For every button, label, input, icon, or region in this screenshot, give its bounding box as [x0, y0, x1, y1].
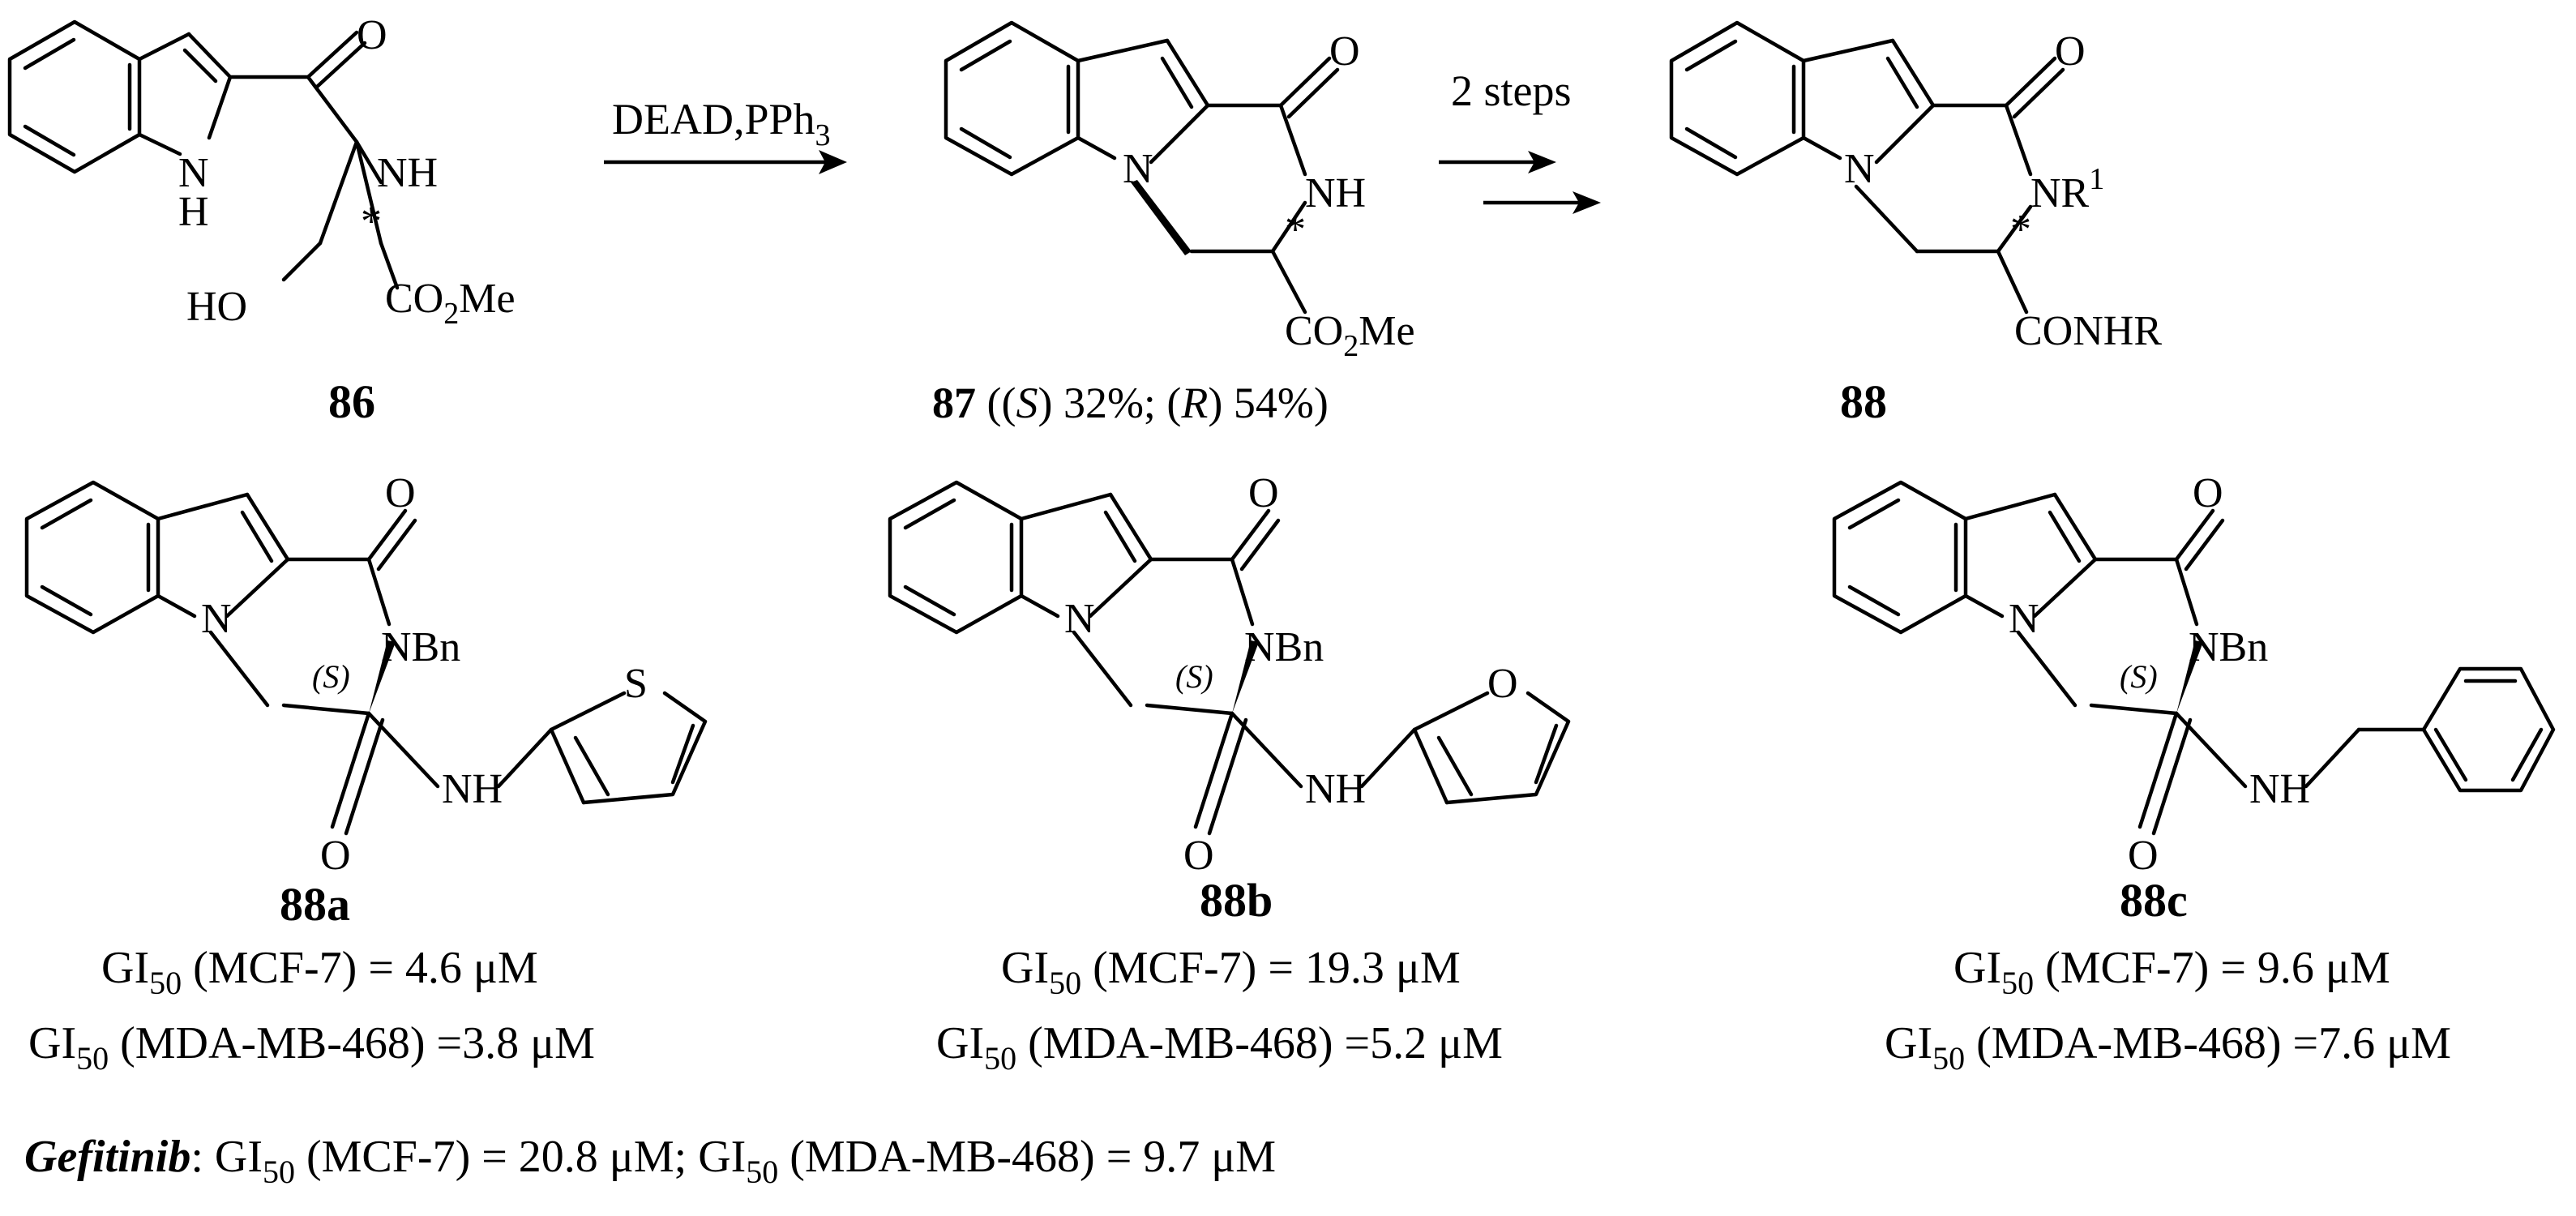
- compound-label-88a: 88a: [280, 878, 350, 931]
- wedge-bond: [369, 640, 396, 713]
- compound-88c-structure: [1832, 480, 2556, 836]
- compound-label-88b: 88b: [1200, 874, 1273, 927]
- gi50-mda-88a: GI50 (MDA-MB-468) =3.8 μM: [28, 1018, 595, 1077]
- atom-s-thiophene: S: [624, 661, 648, 707]
- reagent-2-steps: 2 steps: [1451, 66, 1572, 115]
- group-conhr: CONHR: [2014, 308, 2162, 354]
- wedge-bond: [2176, 640, 2203, 713]
- atom-n: N: [201, 596, 232, 642]
- atom-nh: NH: [1305, 766, 1366, 812]
- atom-o: O: [2128, 833, 2159, 879]
- compound-88b-structure: [888, 480, 1571, 836]
- gi50-mcf7-88a: GI50 (MCF-7) = 4.6 μM: [101, 943, 538, 1001]
- compound-88-structure: [1669, 20, 2065, 315]
- wedge-bond: [1232, 640, 1259, 713]
- compound-label-86: 86: [328, 375, 375, 428]
- reagent-dead-pph3: DEAD,PPh3: [612, 95, 831, 152]
- gi50-mcf7-88b: GI50 (MCF-7) = 19.3 μM: [1001, 943, 1461, 1001]
- atom-o: O: [2193, 470, 2223, 516]
- atom-o: O: [1248, 470, 1279, 516]
- atom-nbn: NBn: [2189, 624, 2268, 670]
- compound-86-structure: [7, 19, 400, 290]
- gi50-mda-88b: GI50 (MDA-MB-468) =5.2 μM: [936, 1018, 1503, 1077]
- gi50-mda-88c: GI50 (MDA-MB-468) =7.6 μM: [1885, 1018, 2451, 1077]
- stereo-s: (S): [2120, 658, 2158, 695]
- atom-o: O: [1183, 833, 1214, 879]
- atom-n: N: [1123, 146, 1153, 192]
- atom-o: O: [357, 12, 387, 58]
- atom-n: N: [2009, 596, 2039, 642]
- atom-nh: NH: [377, 150, 438, 196]
- compound-88a-structure: [24, 480, 708, 836]
- compound-87-structure: [944, 20, 1340, 315]
- compound-label-88c: 88c: [2120, 874, 2188, 927]
- atom-nh: NH: [1305, 170, 1366, 216]
- compound-label-87: 87 ((S) 32%; (R) 54%): [932, 379, 1329, 427]
- atom-o: O: [2055, 28, 2086, 75]
- atom-h: H: [178, 189, 209, 235]
- atom-nbn: NBn: [381, 624, 460, 670]
- stereo-s: (S): [1175, 658, 1213, 695]
- atom-o: O: [1329, 28, 1360, 75]
- atom-n: N: [1064, 596, 1095, 642]
- atom-n: N: [178, 150, 209, 196]
- atom-ho: HO: [186, 284, 247, 330]
- atom-o: O: [385, 470, 416, 516]
- group-co2me: CO2Me: [1285, 308, 1415, 363]
- stereo-star: *: [2010, 207, 2031, 253]
- atom-nr1: NR1: [2030, 162, 2104, 216]
- atom-o: O: [320, 833, 351, 879]
- group-co2me: CO2Me: [385, 276, 516, 331]
- atom-o-furan: O: [1487, 661, 1518, 707]
- atom-n: N: [1844, 146, 1875, 192]
- atom-nh: NH: [2249, 766, 2310, 812]
- atom-nbn: NBn: [1244, 624, 1324, 670]
- gefitinib-reference: Gefitinib: GI50 (MCF-7) = 20.8 μM; GI50 …: [24, 1132, 1276, 1190]
- compound-label-88: 88: [1840, 375, 1887, 428]
- stereo-star: *: [361, 199, 382, 245]
- atom-nh: NH: [442, 766, 503, 812]
- stereo-star: *: [1285, 207, 1306, 253]
- gi50-mcf7-88c: GI50 (MCF-7) = 9.6 μM: [1953, 943, 2390, 1001]
- stereo-s: (S): [312, 658, 350, 695]
